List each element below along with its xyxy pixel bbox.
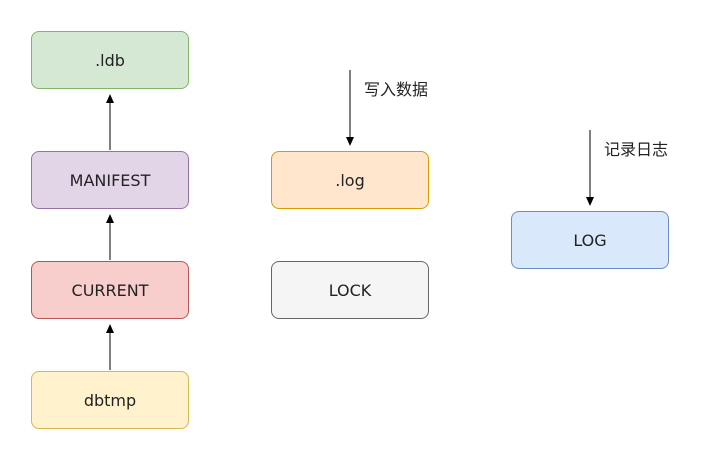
node-current: CURRENT [31,261,189,319]
node-ldb-label: .ldb [95,50,125,70]
node-log-file-label: .log [335,170,365,190]
node-log-file: .log [271,151,429,209]
node-manifest: MANIFEST [31,151,189,209]
node-lock-label: LOCK [328,280,372,300]
node-log-dir: LOG [511,211,669,269]
node-ldb: .ldb [31,31,189,89]
node-dbtmp-label: dbtmp [83,390,137,410]
annotation-record-log: 记录日志 [604,140,669,159]
node-lock: LOCK [271,261,429,319]
node-dbtmp: dbtmp [31,371,189,429]
node-manifest-label: MANIFEST [69,170,151,190]
node-current-label: CURRENT [71,280,149,300]
annotation-write-data: 写入数据 [364,80,429,99]
node-log-dir-label: LOG [573,230,607,250]
